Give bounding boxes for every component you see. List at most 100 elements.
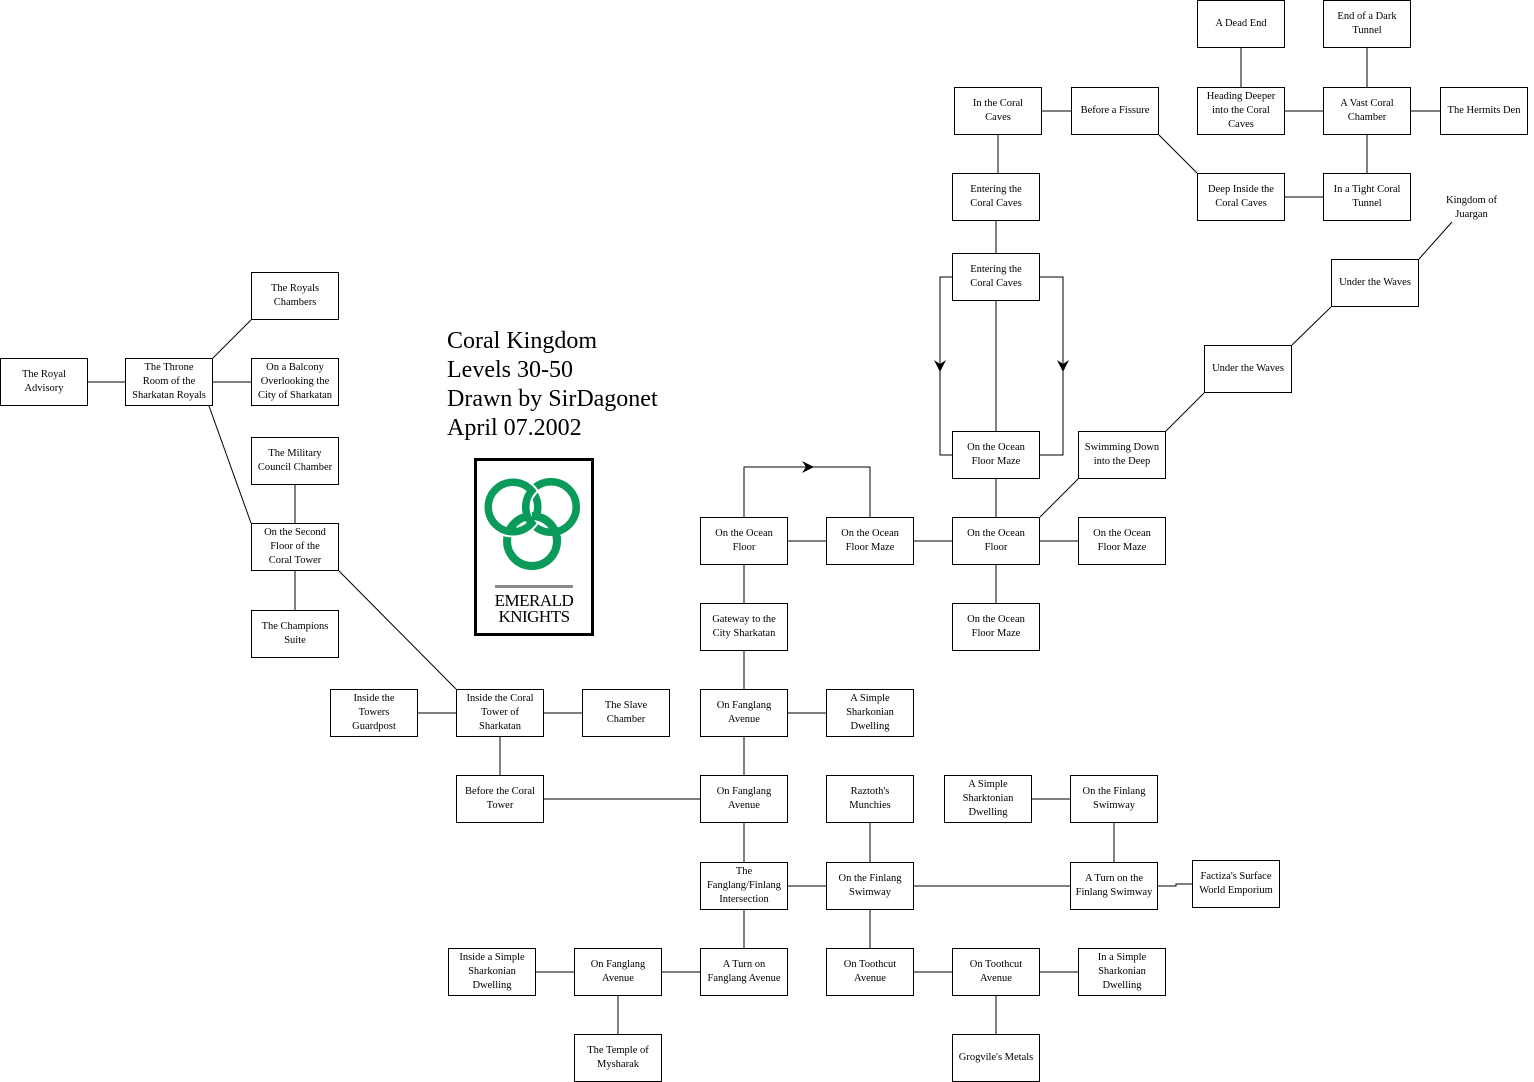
room-fanglang-1[interactable]: On Fanglang Avenue [700,689,788,737]
room-temple[interactable]: The Temple of Mysharak [574,1034,662,1082]
link [1418,221,1453,260]
room-swimming-down[interactable]: Swimming Down into the Deep [1078,431,1166,479]
room-factizas[interactable]: Factiza's Surface World Emporium [1192,860,1280,908]
room-deep-inside-caves[interactable]: Deep Inside the Coral Caves [1197,173,1285,221]
room-before-fissure[interactable]: Before a Fissure [1071,87,1159,135]
room-label: On Fanglang Avenue [716,700,772,725]
room-label: In the Coral Caves [972,98,1024,123]
room-ocean-maze-west[interactable]: On the Ocean Floor Maze [826,517,914,565]
room-label: Inside the Towers Guardpost [352,693,396,732]
room-tight-tunnel[interactable]: In a Tight Coral Tunnel [1323,173,1411,221]
room-toothcut-2[interactable]: On Toothcut Avenue [952,948,1040,996]
triquetra-rings-icon [482,476,580,570]
room-military-council[interactable]: The Military Council Chamber [251,437,339,485]
room-sharkonian-dwelling-1[interactable]: A Simple Sharkonian Dwelling [826,689,914,737]
room-label: Entering the Coral Caves [970,264,1022,289]
room-label: On the Finlang Swimway [838,873,902,898]
room-finlang-1[interactable]: On the Finlang Swimway [826,862,914,910]
room-label: End of a Dark Tunnel [1337,11,1397,36]
link [1039,478,1079,518]
room-vast-chamber[interactable]: A Vast Coral Chamber [1323,87,1411,135]
room-label: The Royal Advisory [21,369,67,394]
room-second-floor[interactable]: On the Second Floor of the Coral Tower [251,523,339,571]
room-label: A Vast Coral Chamber [1340,98,1394,123]
room-label: The Fanglang/Finlang Intersection [706,866,782,905]
room-label: Under the Waves [1212,363,1284,374]
room-heading-deeper[interactable]: Heading Deeper into the Coral Caves [1197,87,1285,135]
room-label: The Hermits Den [1447,105,1521,116]
room-champions-suite[interactable]: The Champions Suite [251,610,339,658]
room-entering-caves-1[interactable]: Entering the Coral Caves [952,173,1040,221]
room-ocean-maze-south[interactable]: On the Ocean Floor Maze [952,603,1040,651]
room-balcony[interactable]: On a Balcony Overlooking the City of Sha… [251,358,339,406]
link [208,405,252,524]
room-before-coral-tower[interactable]: Before the Coral Tower [456,775,544,823]
title-date: April 07.2002 [447,415,582,441]
room-in-coral-caves[interactable]: In the Coral Caves [954,87,1042,135]
room-label: Entering the Coral Caves [970,184,1022,209]
logo-line-1: EMERALD [494,591,574,610]
room-label: Gateway to the City Sharkatan [712,614,776,639]
room-throne-room[interactable]: The Throne Room of the Sharkatan Royals [125,358,213,406]
room-grogviles[interactable]: Grogvile's Metals [952,1034,1040,1082]
title-levels: Levels 30-50 [447,357,573,383]
room-label: Before a Fissure [1080,105,1150,116]
room-fanglang-3[interactable]: On Fanglang Avenue [574,948,662,996]
room-inside-sharkonian-dwelling[interactable]: Inside a Simple Sharkonian Dwelling [448,948,536,996]
room-label: Inside the Coral Tower of Sharkatan [466,693,534,732]
room-label: The Royals Chambers [270,283,320,308]
room-fanglang-2[interactable]: On Fanglang Avenue [700,775,788,823]
room-inside-coral-tower[interactable]: Inside the Coral Tower of Sharkatan [456,689,544,737]
link [743,466,871,517]
room-label: The Slave Chamber [604,700,648,725]
room-slave-chamber[interactable]: The Slave Chamber [582,689,670,737]
room-sharktonian-dwelling[interactable]: A Simple Sharktonian Dwelling [944,775,1032,823]
title-name: Coral Kingdom [447,328,597,354]
room-label: Grogvile's Metals [958,1052,1034,1063]
arrow-down-icon [934,360,946,372]
room-hermits-den[interactable]: The Hermits Den [1440,87,1528,135]
room-turn-fanglang[interactable]: A Turn on Fanglang Avenue [700,948,788,996]
room-toothcut-1[interactable]: On Toothcut Avenue [826,948,914,996]
room-intersection[interactable]: The Fanglang/Finlang Intersection [700,862,788,910]
room-under-waves-1[interactable]: Under the Waves [1204,345,1292,393]
room-label: Factiza's Surface World Emporium [1199,871,1273,896]
room-label: A Simple Sharkonian Dwelling [846,693,894,732]
room-towers-guardpost[interactable]: Inside the Towers Guardpost [330,689,418,737]
link [1158,134,1198,174]
arrow-right-icon [802,461,814,473]
link [1040,276,1064,456]
room-label: On the Ocean Floor [967,528,1025,553]
room-turn-finlang[interactable]: A Turn on the Finlang Swimway [1070,862,1158,910]
room-ocean-floor-center[interactable]: On the Ocean Floor [952,517,1040,565]
room-label: The Throne Room of the Sharkatan Royals [132,362,206,401]
room-in-sharkonian-dwelling[interactable]: In a Simple Sharkonian Dwelling [1078,948,1166,996]
room-label: In a Tight Coral Tunnel [1333,184,1401,209]
room-dark-tunnel[interactable]: End of a Dark Tunnel [1323,0,1411,48]
room-raztoths[interactable]: Raztoth's Munchies [826,775,914,823]
room-label: Deep Inside the Coral Caves [1208,184,1274,209]
room-royal-advisory[interactable]: The Royal Advisory [0,358,88,406]
room-label: The Temple of Mysharak [587,1045,649,1070]
room-ocean-maze-east[interactable]: On the Ocean Floor Maze [1078,517,1166,565]
room-gateway[interactable]: Gateway to the City Sharkatan [700,603,788,651]
room-label: The Champions Suite [261,621,329,646]
logo-line-2: KNIGHTS [498,607,570,626]
link [212,319,252,359]
room-entering-caves-2[interactable]: Entering the Coral Caves [952,253,1040,301]
room-under-waves-2[interactable]: Under the Waves [1331,259,1419,307]
room-ocean-floor-west[interactable]: On the Ocean Floor [700,517,788,565]
room-label: A Simple Sharktonian Dwelling [962,779,1014,818]
room-label: On Toothcut Avenue [843,959,897,984]
room-label: On a Balcony Overlooking the City of Sha… [257,362,333,401]
room-finlang-2[interactable]: On the Finlang Swimway [1070,775,1158,823]
room-royals-chambers[interactable]: The Royals Chambers [251,272,339,320]
link [1158,883,1192,887]
room-ocean-maze-north[interactable]: On the Ocean Floor Maze [952,431,1040,479]
room-label: Swimming Down into the Deep [1084,442,1160,467]
link [1291,306,1332,346]
room-label: Under the Waves [1339,277,1411,288]
room-label: On Fanglang Avenue [716,786,772,811]
room-dead-end[interactable]: A Dead End [1197,0,1285,48]
